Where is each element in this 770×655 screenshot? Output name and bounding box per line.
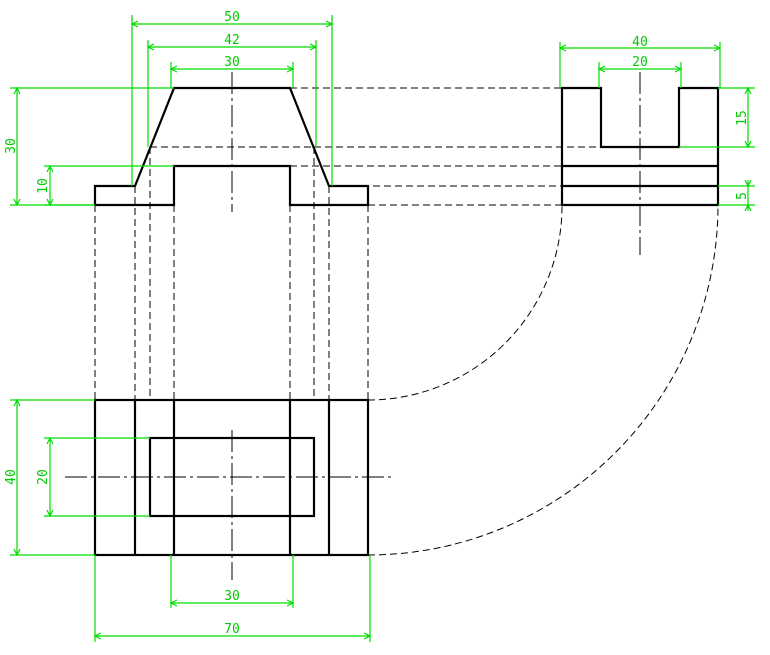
dimension-30-top-label: 30: [224, 55, 240, 70]
dimension-42-top: 42: [146, 33, 318, 147]
dimension-42-label: 42: [224, 33, 240, 48]
side-view: [560, 72, 720, 255]
plan-view: [65, 398, 395, 580]
dimension-50-label: 50: [224, 10, 240, 25]
dimension-40-plan: 40: [4, 398, 95, 557]
dimension-10-left-label: 10: [36, 178, 51, 194]
dimension-70-bottom-label: 70: [224, 622, 240, 637]
arc-large: [367, 204, 719, 556]
dimension-5-side: 5: [718, 179, 755, 212]
dimension-30-top: 30: [169, 55, 295, 88]
dimension-40-side-label: 40: [632, 35, 648, 50]
dimension-30-bottom-label: 30: [224, 589, 240, 604]
dimension-20-side-label: 20: [632, 55, 648, 70]
dimension-10-left: 10: [36, 164, 174, 207]
dimension-40-side: 40: [558, 35, 722, 88]
dimension-15-side-label: 15: [735, 110, 750, 126]
dimension-30-left-label: 30: [4, 138, 19, 154]
dimension-50-top: 50: [130, 10, 334, 186]
dimension-20-plan-label: 20: [36, 469, 51, 485]
dimension-20-side: 20: [597, 55, 683, 88]
projection-lines: [94, 87, 719, 556]
dimension-5-side-label: 5: [735, 192, 750, 200]
dimension-30-bottom: 30: [169, 555, 295, 608]
dimension-40-plan-label: 40: [4, 469, 19, 485]
side-view-outline: [560, 86, 720, 207]
dimension-20-plan: 20: [36, 436, 150, 518]
dimension-70-bottom: 70: [93, 555, 372, 642]
dimensions: 50 42 30 40: [4, 10, 755, 642]
front-view: [93, 72, 370, 212]
dimension-15-side: 15: [679, 86, 755, 149]
arc-small: [367, 204, 563, 401]
